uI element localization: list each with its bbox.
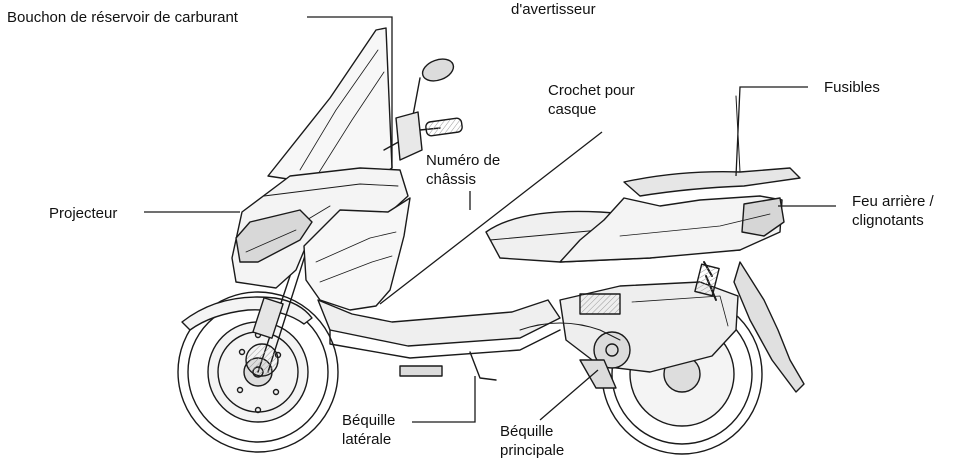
leader-side-stand [412,376,476,423]
handlebar [383,58,463,161]
tail-light-unit [741,197,785,237]
rear-fender [733,261,805,393]
leader-helmet-hook [379,131,603,305]
label-horn: d'avertisseur [511,1,596,18]
label-tail-light-line1: Feu arrière / [852,193,934,210]
label-frame-number-line2: châssis [426,171,477,188]
rear-rack [623,167,801,197]
center-panel [303,197,411,311]
windscreen [267,27,393,191]
label-side-stand-line1: Béquille [342,412,396,429]
floorboard [317,299,561,347]
label-helmet-hook-line1: Crochet pour [548,82,635,99]
label-main-stand-line2: principale [500,442,565,459]
exhaust [519,322,621,341]
leader-lines [144,16,836,423]
label-fuses: Fusibles [824,79,880,96]
front-fork [245,245,309,377]
leader-fuses [735,86,808,177]
label-helmet-hook-line2: casque [548,101,597,118]
label-frame-number-line1: Numéro de [426,152,501,169]
headlight-unit [235,209,313,263]
label-tail-light-line2: clignotants [852,212,924,229]
rear-body [559,195,783,263]
label-fuel-cap: Bouchon de réservoir de carburant [7,9,238,26]
label-main-stand-line1: Béquille [500,423,554,440]
label-side-stand-line2: latérale [342,431,392,448]
leader-main-stand [539,369,599,421]
leader-fuel-cap [307,16,393,168]
main-stand-part [579,359,617,389]
label-headlight: Projecteur [49,205,118,222]
